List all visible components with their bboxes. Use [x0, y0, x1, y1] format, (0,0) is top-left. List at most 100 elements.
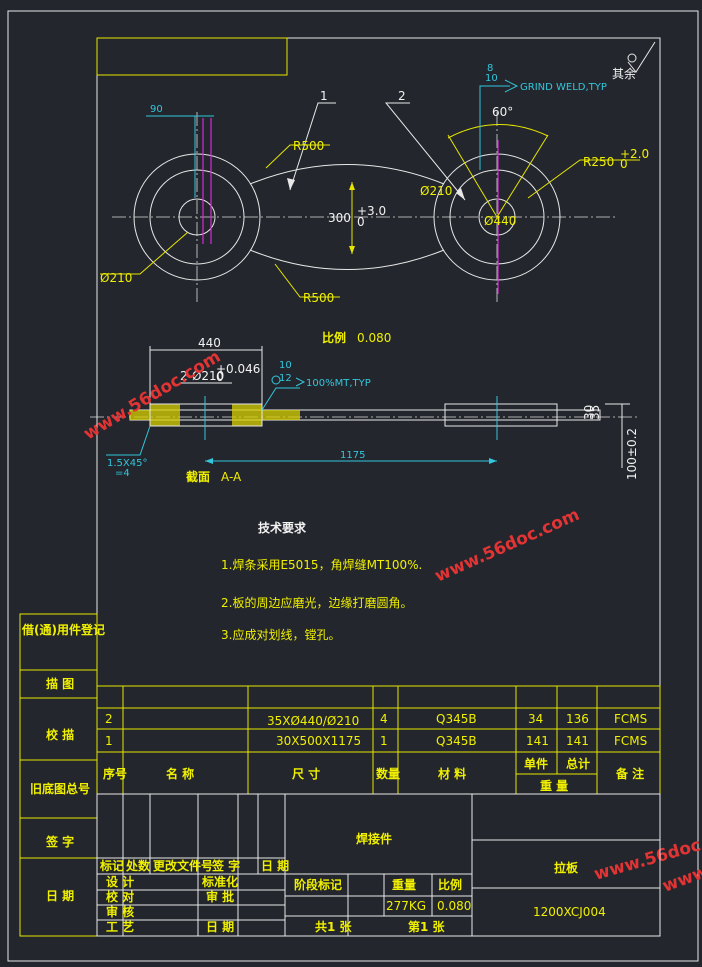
- note-item-2: 2.板的周边应磨光，边缘打磨圆角。: [221, 595, 412, 610]
- svg-text:工 艺: 工 艺: [106, 919, 134, 934]
- watermark-2: www.56doc.com: [432, 505, 583, 587]
- d210-right-text: Ø210: [420, 184, 452, 198]
- r500-top-leader: [265, 144, 330, 169]
- boss-hatch-2: [232, 404, 262, 426]
- svg-text:日 期: 日 期: [46, 888, 74, 903]
- svg-text:10: 10: [485, 73, 498, 84]
- d440-text: Ø440: [484, 214, 516, 228]
- side-strip: 借(通)用件登记 描 图 校 描 旧底图总号 签 字 日 期: [19, 613, 105, 937]
- part-name: 焊接件: [356, 831, 392, 846]
- dim-300-text: 300: [328, 211, 351, 225]
- svg-text:第1 张: 第1 张: [408, 919, 446, 934]
- svg-text:136: 136: [566, 712, 589, 726]
- angle-60-arc: [447, 124, 549, 139]
- svg-text:+3.0: +3.0: [357, 204, 386, 218]
- weld-symbol-top: [479, 85, 510, 170]
- dim-1175-text: 1175: [340, 450, 365, 461]
- hole-spec-text: 2-Ø210: [180, 369, 224, 383]
- chamfer-text: 1.5X45°: [107, 458, 147, 469]
- svg-text:=4: =4: [115, 468, 130, 479]
- svg-text:2: 2: [105, 712, 113, 726]
- part-2-label: 2: [398, 89, 406, 103]
- svg-text:阶段标记: 阶段标记: [294, 877, 342, 892]
- weld-symbol-side: [261, 387, 300, 411]
- leader-part-2: [384, 102, 466, 201]
- svg-text:旧底图总号: 旧底图总号: [30, 781, 90, 796]
- d210-left-text: Ø210: [100, 271, 132, 285]
- dim-100-text: 100±0.2: [625, 428, 639, 480]
- svg-text:日 期: 日 期: [261, 858, 289, 873]
- drawing-name: 拉板: [554, 860, 579, 875]
- svg-text:+2.0: +2.0: [620, 147, 649, 161]
- surface-finish-icon: [627, 41, 656, 73]
- plate-section: [129, 409, 601, 421]
- svg-text:Q345B: Q345B: [436, 712, 477, 726]
- notes-title: 技术要求: [258, 520, 307, 535]
- svg-text:30: 30: [582, 405, 596, 420]
- r500-bottom-text: R500: [303, 291, 334, 305]
- svg-text:描 图: 描 图: [46, 676, 74, 691]
- svg-text:Q345B: Q345B: [436, 734, 477, 748]
- svg-text:设 计: 设 计: [106, 874, 134, 889]
- right-mid-circle: [449, 169, 545, 265]
- lower-waist-curve: [249, 249, 445, 270]
- outer-border: [7, 10, 699, 962]
- section-name: A-A: [221, 470, 242, 484]
- left-outer-circle: [133, 153, 261, 281]
- svg-text:总计: 总计: [566, 756, 590, 771]
- watermark-1: www.56doc.com: [80, 347, 224, 444]
- svg-text:0: 0: [216, 370, 224, 384]
- svg-text:1: 1: [380, 734, 388, 748]
- svg-text:标记: 标记: [99, 858, 124, 873]
- section-label: 截面: [186, 469, 210, 484]
- svg-text:重量: 重量: [392, 877, 416, 892]
- svg-text:材 料: 材 料: [437, 766, 466, 781]
- svg-text:FCMS: FCMS: [614, 734, 647, 748]
- svg-text:标准化: 标准化: [201, 874, 238, 889]
- plate-hatch: [262, 410, 300, 420]
- svg-text:签 字: 签 字: [45, 834, 74, 849]
- svg-text:35: 35: [588, 405, 602, 420]
- svg-text:0: 0: [620, 157, 628, 171]
- svg-text:34: 34: [528, 712, 543, 726]
- svg-text:名 称: 名 称: [166, 766, 194, 781]
- left-hole: [178, 198, 216, 236]
- svg-text:处数: 处数: [125, 858, 151, 873]
- svg-text:数量: 数量: [376, 766, 400, 781]
- svg-text:序号: 序号: [103, 766, 127, 781]
- svg-text:8: 8: [487, 63, 493, 74]
- svg-text:141: 141: [526, 734, 549, 748]
- svg-text:备 注: 备 注: [615, 766, 644, 781]
- top-view: 90 1 2 R500 R500 Ø210 Ø210 Ø440 300 +3.0…: [100, 41, 656, 305]
- svg-text:12: 12: [279, 373, 292, 384]
- svg-text:0: 0: [357, 215, 365, 229]
- svg-text:比例: 比例: [438, 877, 462, 892]
- svg-text:借(通)用件登记: 借(通)用件登记: [21, 622, 105, 637]
- right-outer-circle: [433, 153, 561, 281]
- r250-leader: [527, 159, 640, 199]
- technical-notes: 技术要求 1.焊条采用E5015，角焊缝MT100%. 2.板的周边应磨光，边缘…: [221, 520, 422, 642]
- surface-note: 其余: [612, 66, 636, 81]
- svg-text:审 核: 审 核: [106, 904, 134, 919]
- dim-90-text: 90: [150, 104, 163, 115]
- svg-text:+0.046: +0.046: [216, 362, 260, 376]
- svg-text:更改文件号: 更改文件号: [153, 858, 213, 873]
- svg-text:签 字: 签 字: [211, 858, 240, 873]
- svg-text:日 期: 日 期: [206, 919, 234, 934]
- section-view: 440 2-Ø210 +0.046 0 10 12 100%MT,TYP 1.5…: [90, 336, 640, 484]
- right-hole: [478, 198, 516, 236]
- svg-text:10: 10: [279, 360, 292, 371]
- svg-text:35XØ440/Ø210: 35XØ440/Ø210: [267, 714, 359, 728]
- svg-text:校 对: 校 对: [106, 889, 134, 904]
- d210-left-leader: [100, 231, 189, 275]
- title-block: 标记 处数 更改文件号 签 字 日 期 设 计 校 对 审 核 工 艺 标准化 …: [96, 793, 661, 937]
- svg-text:4: 4: [380, 712, 388, 726]
- svg-text:共1 张: 共1 张: [315, 919, 353, 934]
- bom-table: 2 35XØ440/Ø210 4 Q345B 34 136 FCMS 1 30X…: [96, 685, 661, 795]
- corner-stamp-box: [96, 37, 288, 76]
- note-item-1: 1.焊条采用E5015，角焊缝MT100%.: [221, 557, 422, 572]
- svg-text:校 描: 校 描: [46, 727, 74, 742]
- r500-top-text: R500: [293, 139, 324, 153]
